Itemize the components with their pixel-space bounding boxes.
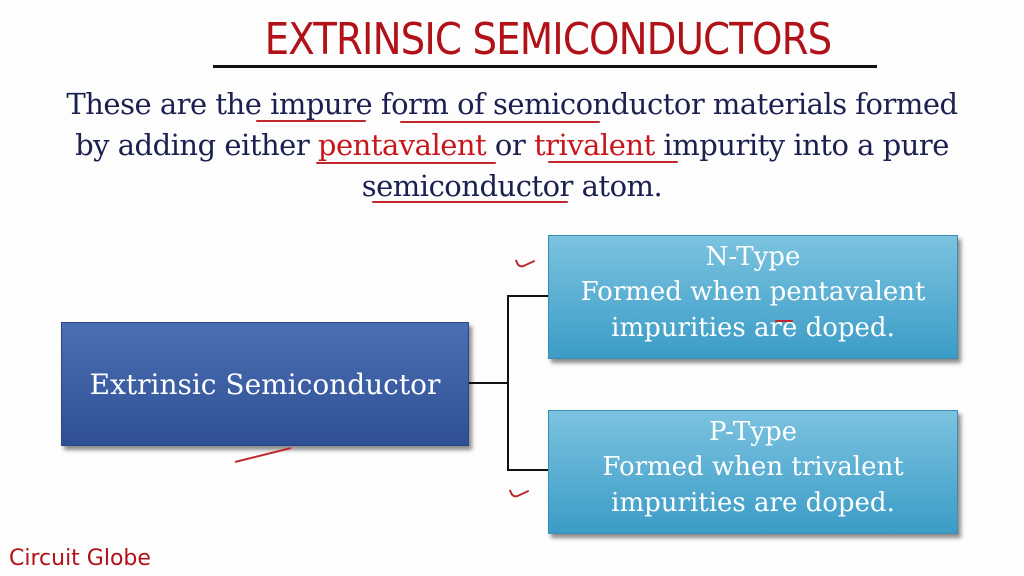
description-line-3: semiconductor atom. [361,169,663,203]
p-type-heading: P-Type [709,417,797,447]
child-node-n-type: N-Type Formed when pentavalent impuritie… [548,235,958,359]
annotation-underline [256,120,366,122]
highlight-trivalent: trivalent [533,128,655,162]
description-line-2: by adding either pentavalent or trivalen… [75,128,949,162]
checkmark-icon [514,252,536,270]
checkmark-icon [508,482,530,500]
p-type-body-2: impurities are doped. [611,488,895,518]
brand-footer: Circuit Globe [9,546,151,571]
description-line-1: These are the impure form of semiconduct… [66,87,958,121]
annotation-stroke [234,447,292,463]
n-type-body-1: Formed when pentavalent [580,277,926,307]
annotation-underline [775,320,793,322]
connector-p-type [507,469,549,471]
connector-n-type [507,295,549,297]
annotation-underline [400,121,600,123]
description: These are the impure form of semiconduct… [20,84,1004,207]
connector-vertical [507,295,509,470]
n-type-body-2: impurities are doped. [611,313,895,343]
child-node-p-type: P-Type Formed when trivalent impurities … [548,410,958,534]
page-title: EXTRINSIC SEMICONDUCTORS [264,14,833,65]
title-underline [213,65,877,68]
connector-root [467,382,508,384]
annotation-underline [372,201,568,203]
highlight-pentavalent: pentavalent [317,128,487,162]
annotation-underline [316,162,496,164]
n-type-heading: N-Type [705,242,801,272]
annotation-underline [548,161,678,163]
root-node-extrinsic-semiconductor: Extrinsic Semiconductor [61,322,469,446]
root-node-label: Extrinsic Semiconductor [89,367,441,401]
p-type-body-1: Formed when trivalent [602,452,904,482]
